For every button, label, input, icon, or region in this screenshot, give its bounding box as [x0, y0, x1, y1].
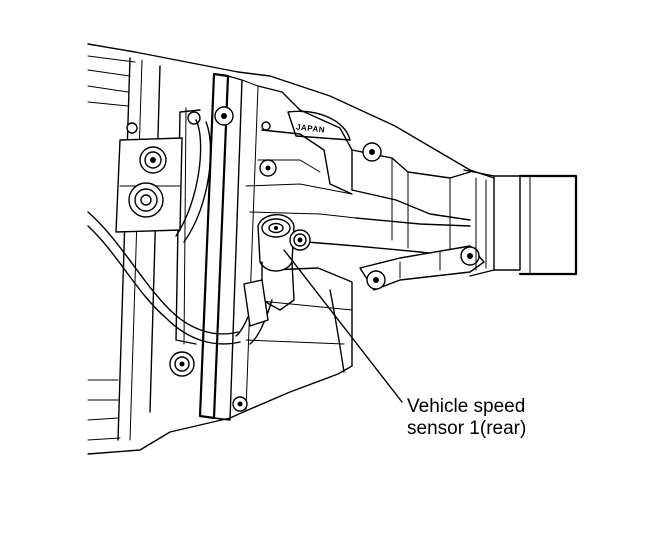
- bolt-flange-bottom: [126, 122, 248, 412]
- bolt-housing-top: [259, 121, 382, 177]
- sensor-harness: [235, 279, 273, 345]
- harness-tube: [175, 119, 212, 243]
- callout-line-2: sensor 1(rear): [407, 418, 527, 439]
- callout-line-1: Vehicle speed: [407, 396, 526, 417]
- leader-line: [283, 249, 403, 403]
- bolt-left-bottom: [169, 351, 195, 377]
- transmission-case: [87, 43, 495, 455]
- vehicle-speed-sensor: [257, 214, 295, 311]
- sensor-callout-label: Vehicle speed sensor 1(rear): [407, 396, 526, 440]
- sensor-bolt: [289, 229, 311, 251]
- japan-stamp-boss: [287, 110, 351, 141]
- bolt-left-upper: [139, 146, 167, 174]
- bolt-top-flange: [187, 106, 234, 126]
- rear-mount-bracket: [359, 245, 485, 291]
- plug-left-lower: [128, 182, 164, 218]
- tail-shaft: [463, 169, 578, 277]
